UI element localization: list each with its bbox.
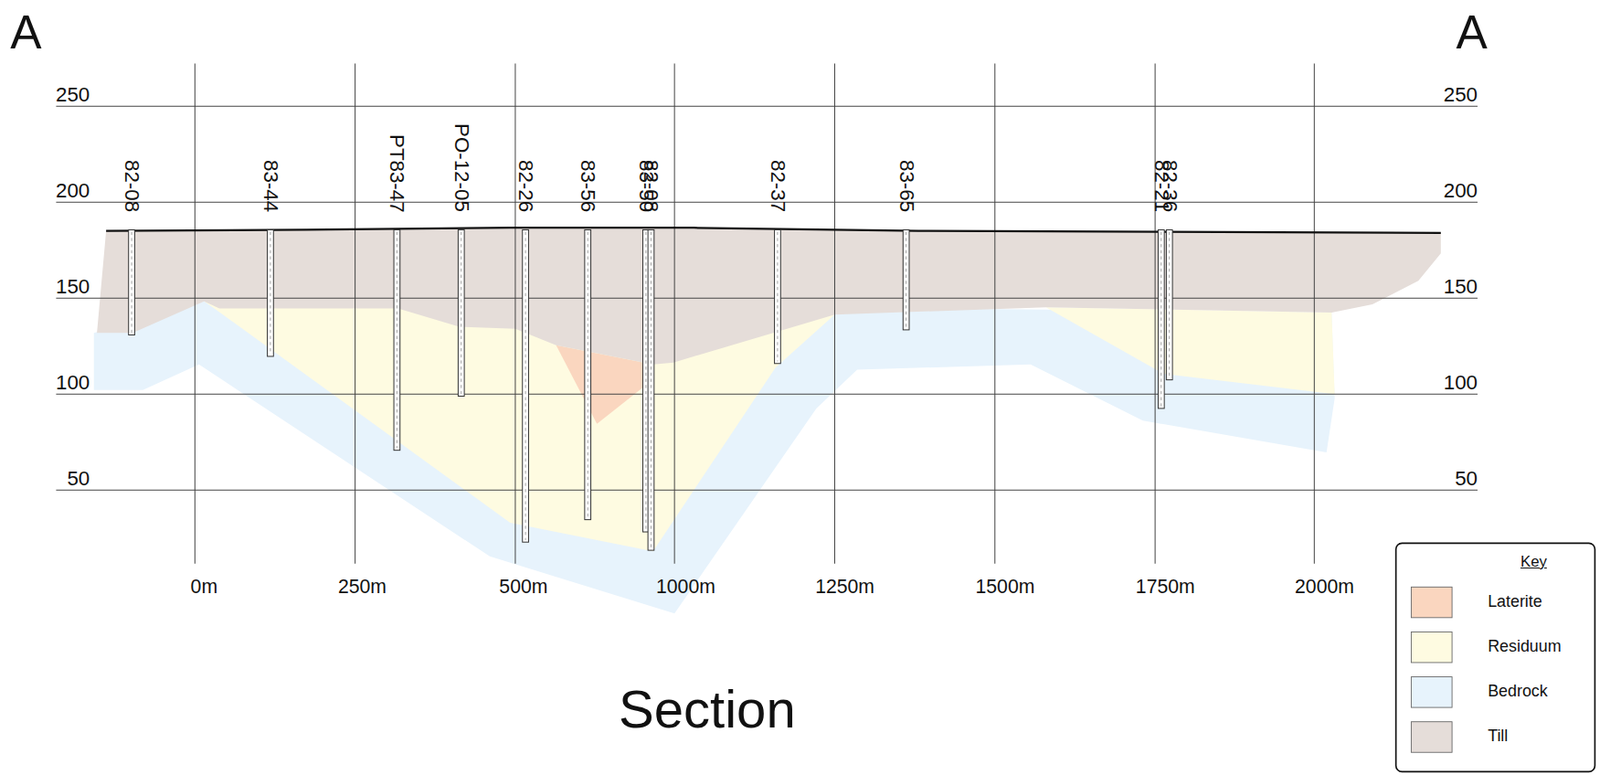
drill-hole-label: 83-44: [260, 159, 281, 212]
drill-hole: [393, 229, 401, 450]
ground-surface: [105, 227, 1442, 234]
distance-label: 1000m: [656, 576, 716, 596]
grid-line: [55, 393, 1478, 395]
drill-hole: [128, 229, 136, 335]
drill-hole-core: [776, 232, 778, 362]
drill-hole: [1165, 229, 1173, 380]
grid-line: [55, 489, 1478, 491]
elevation-label: 250: [1443, 84, 1478, 106]
section-end-label: A: [10, 9, 42, 56]
drill-hole-label: 82-08: [121, 159, 142, 212]
elevation-label: 250: [55, 84, 90, 106]
legend-text: Laterite: [1487, 593, 1543, 611]
legend-box: [1396, 542, 1596, 772]
drill-hole-label: 82-26: [515, 159, 536, 212]
elevation-label: 150: [55, 276, 90, 297]
drill-hole-label: 83-65: [895, 159, 916, 212]
till-region: [96, 227, 1442, 365]
legend-swatch: [1410, 631, 1452, 663]
drill-hole-core: [131, 232, 133, 334]
drill-hole: [457, 229, 465, 396]
distance-label: 500m: [498, 576, 548, 596]
legend-swatch: [1410, 586, 1452, 618]
distance-label: 250m: [338, 576, 387, 596]
grid-line: [834, 63, 836, 563]
drill-hole-core: [525, 232, 527, 541]
elevation-label: 50: [1454, 468, 1478, 489]
distance-label: 1250m: [815, 576, 875, 596]
drill-hole-core: [460, 232, 462, 395]
drill-hole-label: 83-56: [577, 159, 598, 212]
legend-heading: Key: [1520, 554, 1548, 571]
elevation-label: 200: [55, 180, 90, 202]
legend-text: Till: [1487, 728, 1508, 745]
elevation-label: 150: [1443, 276, 1478, 297]
drill-hole-core: [650, 232, 652, 549]
drill-hole: [267, 229, 275, 356]
drill-hole: [774, 229, 782, 363]
legend-swatch: [1410, 677, 1452, 709]
grid-line: [354, 63, 356, 563]
section-end-label: A: [1456, 9, 1488, 56]
drill-hole: [647, 229, 655, 551]
drill-hole-core: [269, 232, 271, 355]
elevation-label: 200: [1443, 180, 1478, 202]
grid-line: [1313, 63, 1315, 563]
legend-text: Bedrock: [1487, 683, 1548, 700]
grid-line: [55, 105, 1478, 107]
distance-label: 1750m: [1135, 576, 1196, 596]
grid-line: [674, 63, 676, 563]
drill-hole-core: [905, 232, 907, 329]
drill-hole-label: PO-12-05: [451, 123, 472, 212]
drill-hole-label: 82-08: [640, 159, 661, 212]
grid-line: [1154, 63, 1156, 563]
drill-hole-label: 82-36: [1159, 159, 1180, 212]
drill-hole-core: [396, 232, 398, 449]
drill-hole-label: PT83-47: [386, 134, 407, 213]
drill-hole-core: [1160, 232, 1162, 407]
drill-hole-core: [587, 232, 589, 519]
drill-hole-label: 82-37: [767, 159, 788, 212]
drill-hole: [584, 229, 592, 520]
distance-label: 2000m: [1294, 576, 1355, 596]
grid-line: [194, 63, 196, 563]
grid-line: [994, 63, 996, 563]
elevation-label: 50: [66, 468, 90, 489]
drill-hole-core: [1168, 232, 1170, 379]
drill-hole: [522, 229, 530, 542]
distance-label: 1500m: [975, 576, 1036, 596]
drill-hole: [1157, 229, 1165, 408]
distance-label: 0m: [190, 576, 218, 596]
legend-swatch: [1410, 721, 1452, 753]
elevation-label: 100: [55, 372, 90, 393]
legend-text: Residuum: [1487, 638, 1561, 656]
section-title: Section: [618, 682, 796, 736]
residuum-region: [1046, 307, 1336, 394]
grid-line: [514, 63, 516, 563]
drill-hole: [902, 229, 910, 329]
elevation-label: 100: [1443, 372, 1478, 393]
drill-hole-core: [645, 232, 647, 530]
